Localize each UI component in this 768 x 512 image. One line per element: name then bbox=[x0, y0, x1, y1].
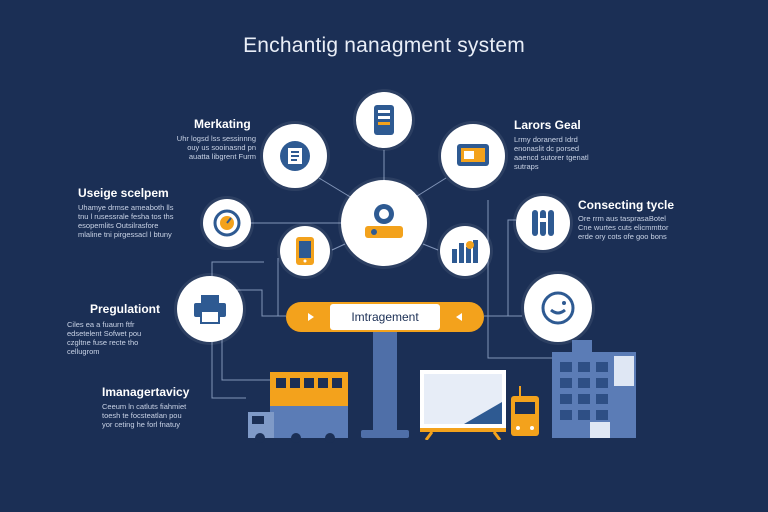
monitor-icon bbox=[457, 144, 489, 166]
bar-chart-icon bbox=[452, 240, 478, 263]
management-label[interactable]: Imtragement bbox=[330, 304, 440, 330]
chat-node[interactable] bbox=[524, 274, 592, 342]
printer-node[interactable] bbox=[177, 276, 243, 342]
bar-pillar-base bbox=[361, 430, 409, 438]
page-title: Enchantig nanagment system bbox=[243, 34, 525, 57]
sliders-node[interactable] bbox=[516, 196, 570, 250]
label-connecting: Consecting tycle bbox=[578, 198, 675, 212]
tablet-icon bbox=[374, 105, 394, 135]
bus-truck-illustration bbox=[248, 372, 348, 443]
office-building-illustration bbox=[552, 340, 636, 438]
display-screen-illustration bbox=[420, 370, 506, 440]
printer-icon bbox=[194, 295, 226, 324]
gauge-icon bbox=[213, 209, 241, 237]
bar-pillar bbox=[373, 332, 397, 432]
label-larors: Larors Geal bbox=[514, 118, 581, 132]
document-icon bbox=[280, 141, 310, 171]
small-vehicle-illustration bbox=[511, 386, 539, 436]
label-imanagerativity: Imanagertavicy bbox=[102, 385, 190, 399]
label-usage: Useige scelpem bbox=[78, 186, 169, 200]
document-node[interactable] bbox=[263, 124, 327, 188]
gauge-node[interactable] bbox=[203, 199, 251, 247]
label-pregulation: Pregulationt bbox=[90, 302, 161, 316]
projector-node[interactable] bbox=[341, 180, 427, 266]
phone-icon bbox=[296, 237, 314, 265]
monitor-node[interactable] bbox=[441, 124, 505, 188]
projector-icon bbox=[365, 204, 403, 238]
sliders-icon bbox=[532, 210, 554, 236]
tablet-node[interactable] bbox=[356, 92, 412, 148]
chat-icon bbox=[541, 291, 575, 325]
phone-node[interactable] bbox=[280, 226, 330, 276]
bar-arrows bbox=[308, 313, 462, 321]
label-marketing: Merkating bbox=[194, 117, 251, 131]
bar-chart-node[interactable] bbox=[440, 226, 490, 276]
